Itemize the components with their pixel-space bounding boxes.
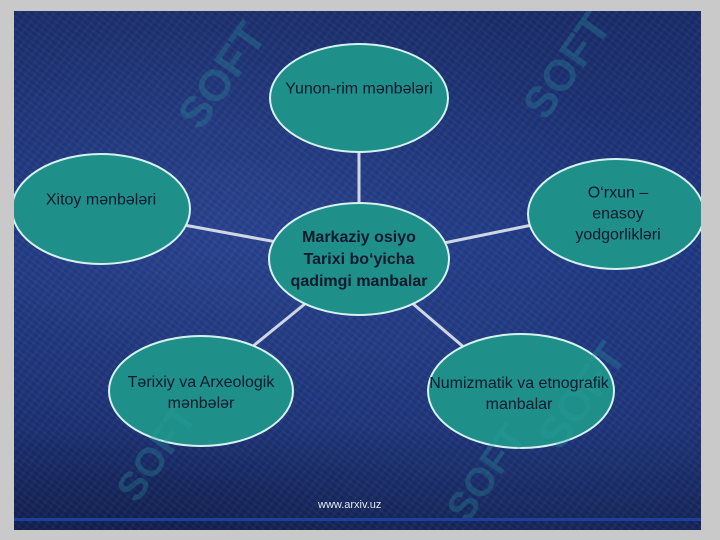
connector-right	[443, 223, 533, 245]
node-right-label: O‘rxun –enasoy yodgorliklәri	[575, 184, 661, 244]
diagram-canvas	[14, 43, 701, 449]
node-right-shape	[527, 158, 701, 270]
node-center-shape	[268, 202, 450, 316]
node-left-shape	[14, 153, 191, 265]
footer-divider	[14, 518, 701, 521]
slide-background: SOFT SOFT SOFT SOFT SOFT Yunon-rim mənbə…	[14, 11, 701, 530]
node-top-label: Yunon-rim mənbələri	[285, 80, 433, 98]
footer-source: www.arxiv.uz	[318, 499, 382, 511]
node-bottom-right-shape	[427, 333, 615, 449]
node-left-label: Xitoy mənbələri	[45, 191, 157, 209]
node-top-shape	[269, 43, 449, 153]
connector-bottom-left	[251, 301, 307, 349]
connector-bottom-right	[411, 301, 467, 351]
node-bottom-right-label: Numizmatik va etnografik manbalar	[429, 375, 609, 413]
node-center-label: Markaziy osiyo Tarixi bo‘yicha qadimgi m…	[290, 229, 428, 290]
node-bottom-left-label: Tərixiy va Arxeologik mənbələr	[127, 374, 275, 412]
node-bottom-left-shape	[108, 335, 294, 447]
connector-left	[183, 223, 283, 245]
